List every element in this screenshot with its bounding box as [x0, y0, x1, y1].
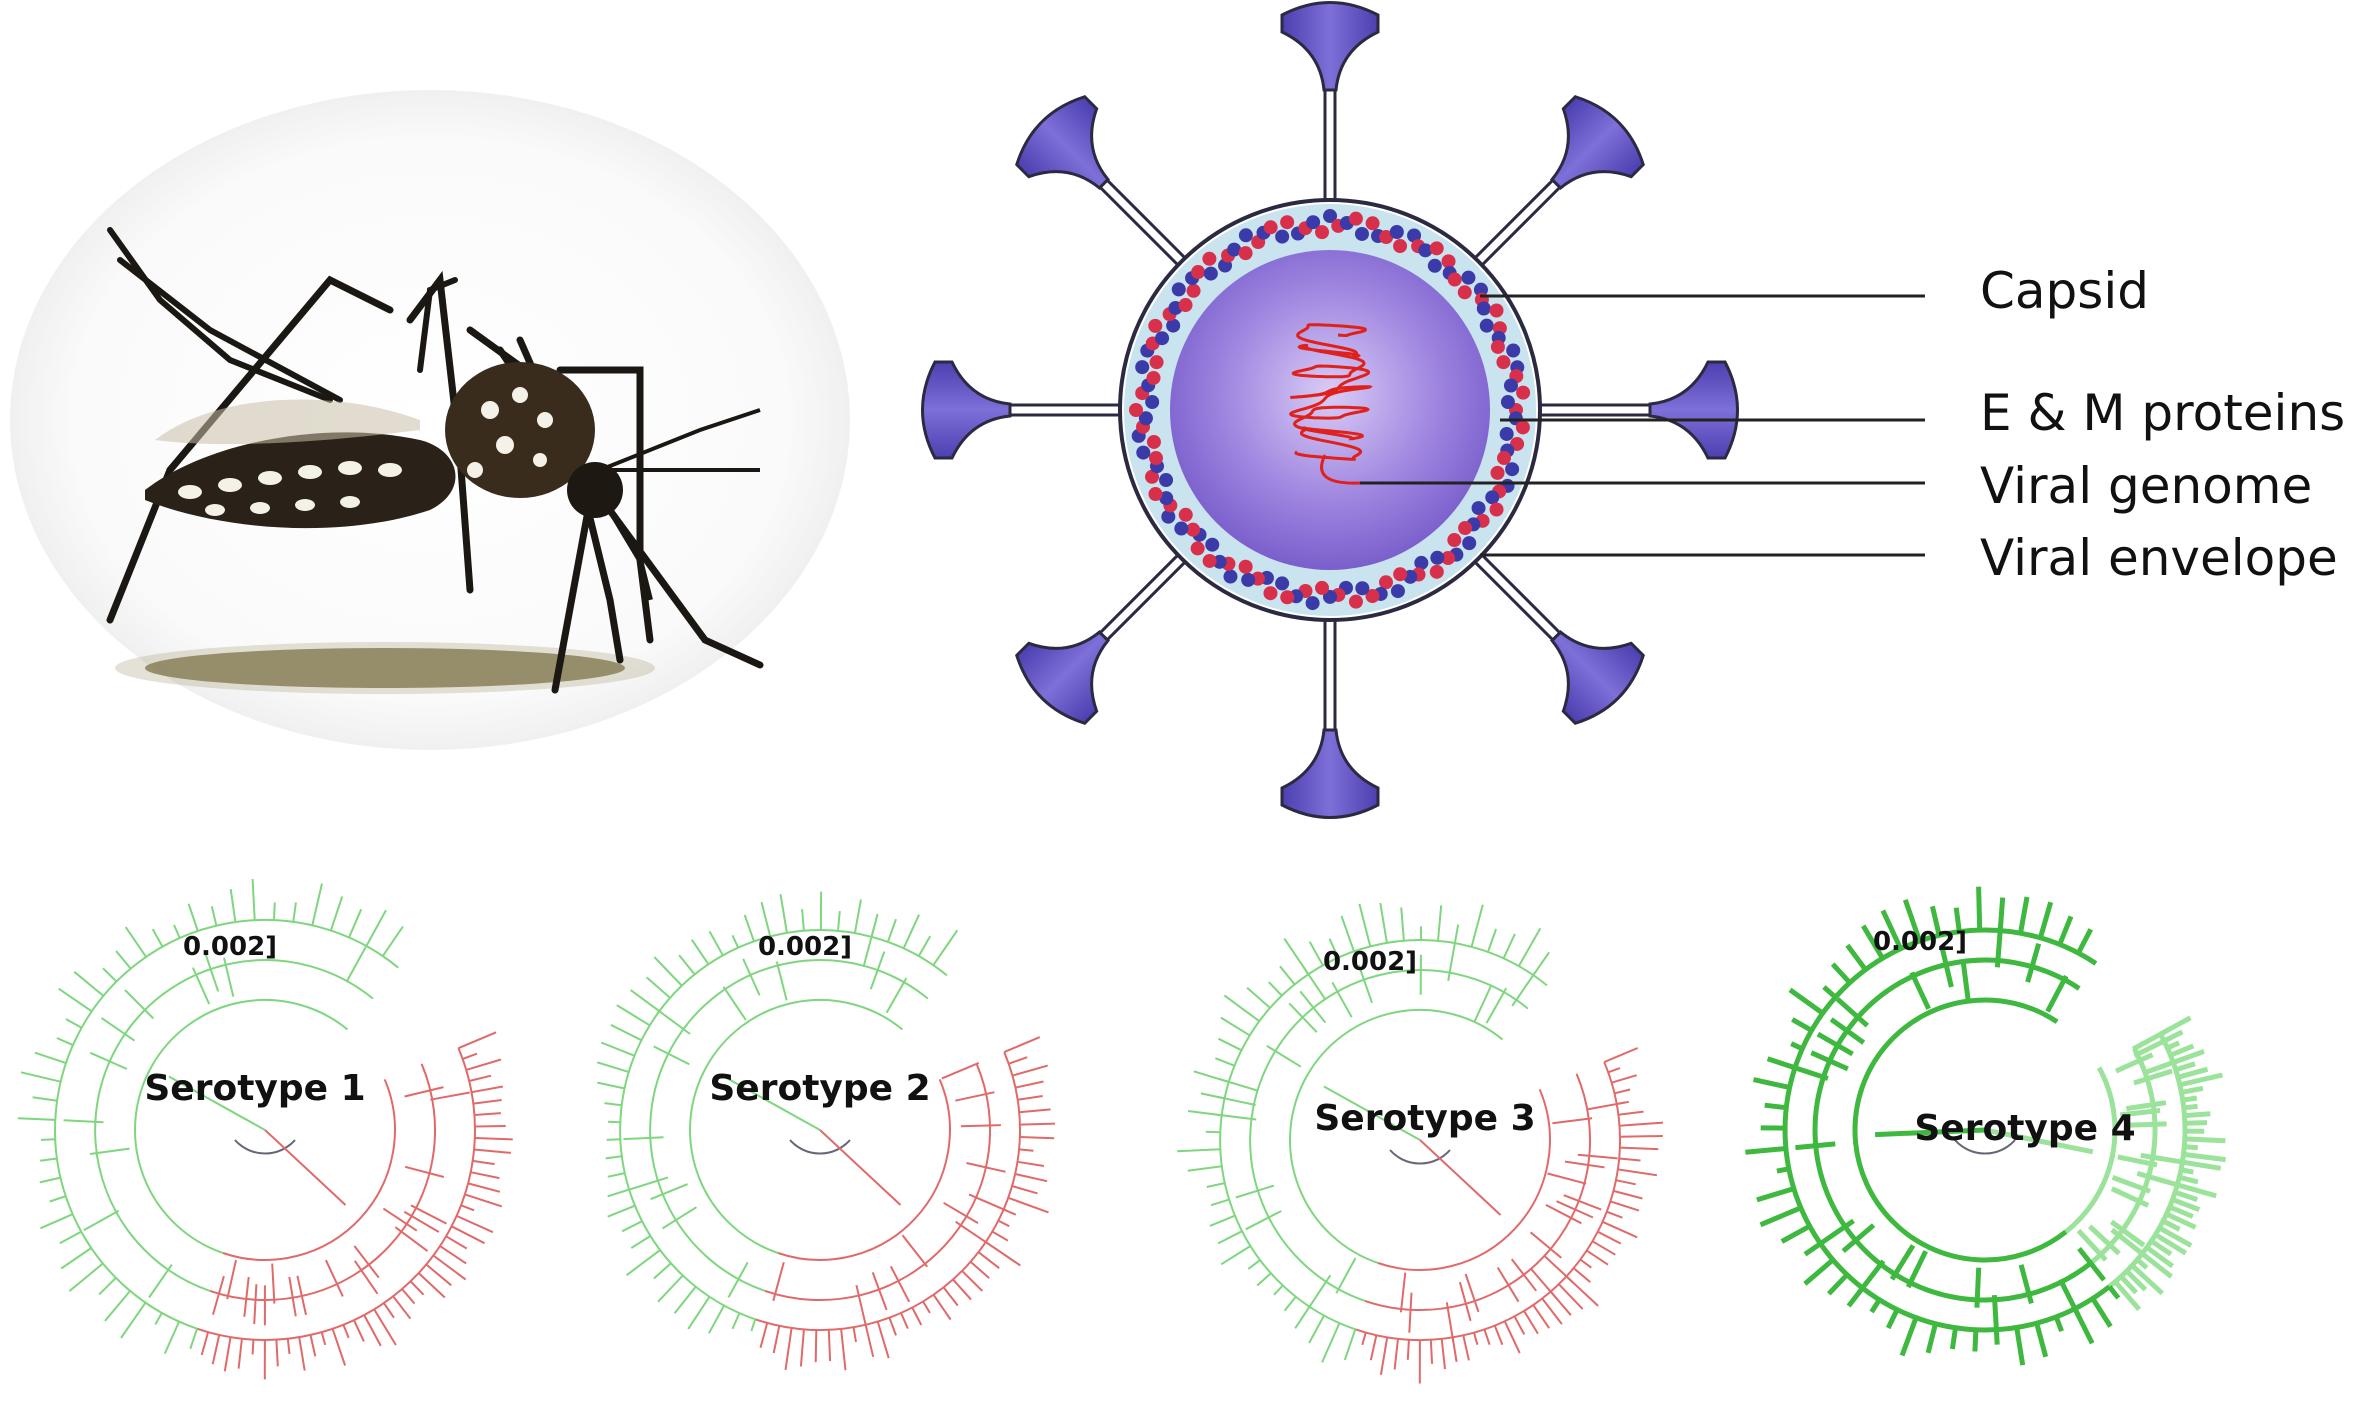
tree-clade	[17, 878, 404, 1355]
genome-coil	[1288, 323, 1373, 461]
spike-proteins	[921, 1, 1739, 819]
scale-bar-label: 0.002]	[758, 932, 852, 962]
tree-clade	[1984, 1015, 2226, 1312]
spike-protein	[1015, 545, 1195, 725]
mosquito-antennae	[599, 408, 761, 472]
label-leaders	[1360, 294, 1925, 557]
label-capsid: Capsid	[1980, 262, 2149, 320]
spike-protein	[921, 360, 1132, 460]
scale-bar-label: 0.002]	[1873, 927, 1967, 957]
mosquito-wing	[155, 399, 420, 445]
nucleocapsid-core	[1170, 250, 1490, 570]
virus-illustration: Capsid E & M proteins Viral genome Viral…	[921, 1, 2345, 819]
mosquito-thorax	[445, 362, 595, 498]
phylogenetic-trees: Serotype 10.002]Serotype 20.002]Serotype…	[17, 878, 2226, 1384]
tree-clade	[196, 1031, 513, 1380]
label-viral-genome: Viral genome	[1980, 457, 2312, 515]
serotype-label: Serotype 2	[709, 1068, 930, 1109]
mosquito-illustration	[10, 90, 850, 750]
spike-protein	[1280, 608, 1380, 819]
scale-bar-label: 0.002]	[183, 932, 277, 962]
mosquito-shadow	[145, 648, 625, 688]
scale-bar-label: 0.002]	[1323, 947, 1417, 977]
mosquito-head	[567, 462, 623, 518]
serotype-tree-1: Serotype 1 0.002]	[17, 878, 513, 1380]
serotype-label: Serotype 1	[144, 1068, 365, 1109]
serotype-tree-2: Serotype 2 0.002]	[596, 891, 1056, 1371]
tree-clade	[1177, 902, 1550, 1363]
serotype-label: Serotype 3	[1314, 1098, 1535, 1139]
tree-clade	[754, 1036, 1056, 1371]
serotype-tree-3: Serotype 3 0.002]	[1177, 902, 1664, 1384]
tree-clade	[596, 891, 959, 1334]
tree-clade	[1745, 886, 2121, 1366]
genome-tail	[1320, 454, 1361, 485]
spike-protein	[1528, 360, 1739, 460]
viral-genome-strand	[1288, 323, 1373, 485]
capsid-beads	[1129, 209, 1531, 611]
mosquito-abdomen	[145, 432, 456, 529]
spike-protein	[1280, 1, 1380, 212]
label-em-proteins: E & M proteins	[1980, 384, 2345, 442]
serotype-tree-4: Serotype 4 0.002]	[1745, 886, 2226, 1366]
spike-protein	[1015, 95, 1195, 275]
label-viral-envelope: Viral envelope	[1980, 529, 2338, 587]
spike-protein	[1465, 95, 1645, 275]
serotype-label: Serotype 4	[1914, 1108, 2135, 1149]
spike-protein	[1465, 545, 1645, 725]
tree-clade	[1354, 1047, 1664, 1384]
